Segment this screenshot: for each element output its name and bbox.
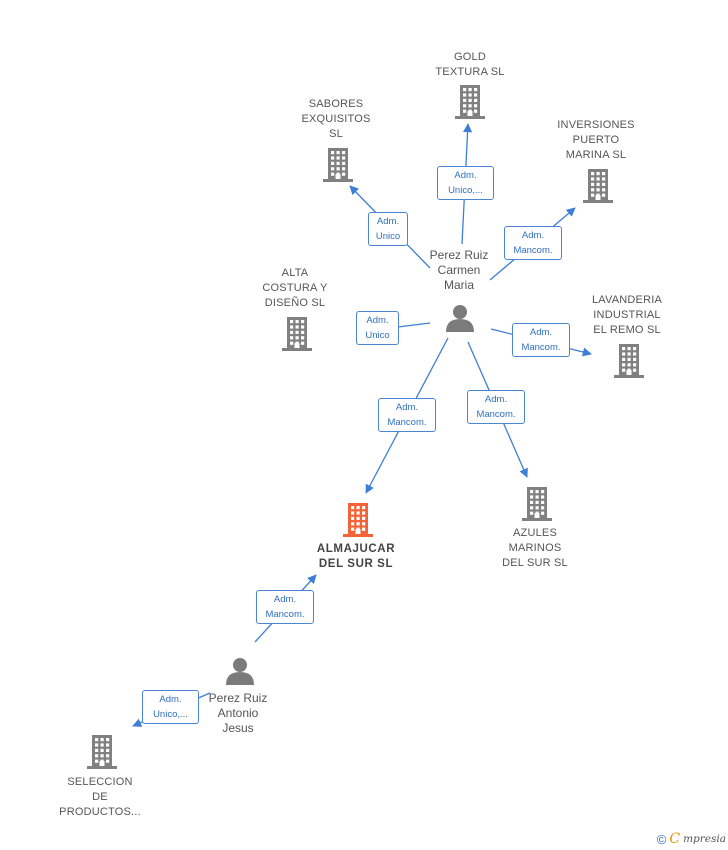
role-label-carmen-alta[interactable]: Adm. Unico [356,311,399,345]
company-building-icon[interactable] [323,148,353,182]
company-building-icon[interactable] [455,85,485,119]
role-label-carmen-inversiones[interactable]: Adm. Mancom. [504,226,562,260]
role-label-carmen-gold[interactable]: Adm. Unico,... [437,166,494,200]
role-label-line: Mancom. [265,609,305,620]
role-label-line: Adm. [529,327,553,338]
company-building-icon[interactable] [583,169,613,203]
person-name-carmen: Perez Ruiz Carmen Maria [429,248,489,292]
person-name-antonio: Perez Ruiz Antonio Jesus [208,691,268,735]
role-label-line: Unico,... [448,185,483,196]
role-label-line: Mancom. [387,417,427,428]
company-name-azules: AZULES MARINOS DEL SUR SL [502,527,568,569]
company-building-icon[interactable] [522,487,552,521]
role-label-carmen-almajucar[interactable]: Adm. Mancom. [378,398,436,432]
role-label-line: Unico [365,330,390,341]
person-icon[interactable] [446,305,474,332]
copyright-symbol: © [656,831,667,847]
brand-logo-text: mpresia [683,833,726,845]
role-label-line: Mancom. [513,245,553,256]
role-label-line: Adm. [366,315,389,326]
role-label-line: Adm. [454,170,477,181]
role-label-line: Adm. [273,594,297,605]
role-label-line: Adm. [159,694,182,705]
role-label-line: Adm. [521,230,545,241]
company-building-icon[interactable] [87,735,117,769]
company-name-gold: GOLD TEXTURA SL [435,51,505,78]
company-name-alta: ALTA COSTURA Y DISEÑO SL [262,267,328,309]
role-label-carmen-sabores[interactable]: Adm. Unico [368,212,408,246]
company-name-sabores: SABORES EXQUISITOS SL [301,98,371,140]
role-label-line: Adm. [395,402,419,413]
person-icon[interactable] [226,658,254,685]
role-label-antonio-almajucar[interactable]: Adm. Mancom. [256,590,314,624]
company-building-icon[interactable] [614,344,644,378]
company-name-seleccion: SELECCION DE PRODUCTOS... [59,776,141,818]
role-label-line: Mancom. [476,409,516,420]
role-label-line: Unico [375,231,401,242]
brand-logo-initial: C [669,831,681,847]
role-label-line: Adm. [484,394,508,405]
role-label-carmen-lavanderia[interactable]: Adm. Mancom. [512,323,570,357]
role-label-line: Mancom. [521,342,561,353]
role-label-line: Adm. [376,216,400,227]
company-name-inversiones: INVERSIONES PUERTO MARINA SL [557,119,635,161]
company-building-icon[interactable] [282,317,312,351]
company-name-lavanderia: LAVANDERIA INDUSTRIAL EL REMO SL [591,294,663,336]
role-label-line: Unico,... [153,709,188,720]
focus-company-building-icon[interactable] [343,503,373,537]
role-label-carmen-azules[interactable]: Adm. Mancom. [467,390,525,424]
role-label-antonio-seleccion[interactable]: Adm. Unico,... [142,690,199,724]
company-name-almajucar: ALMAJUCAR DEL SUR SL [316,543,396,570]
